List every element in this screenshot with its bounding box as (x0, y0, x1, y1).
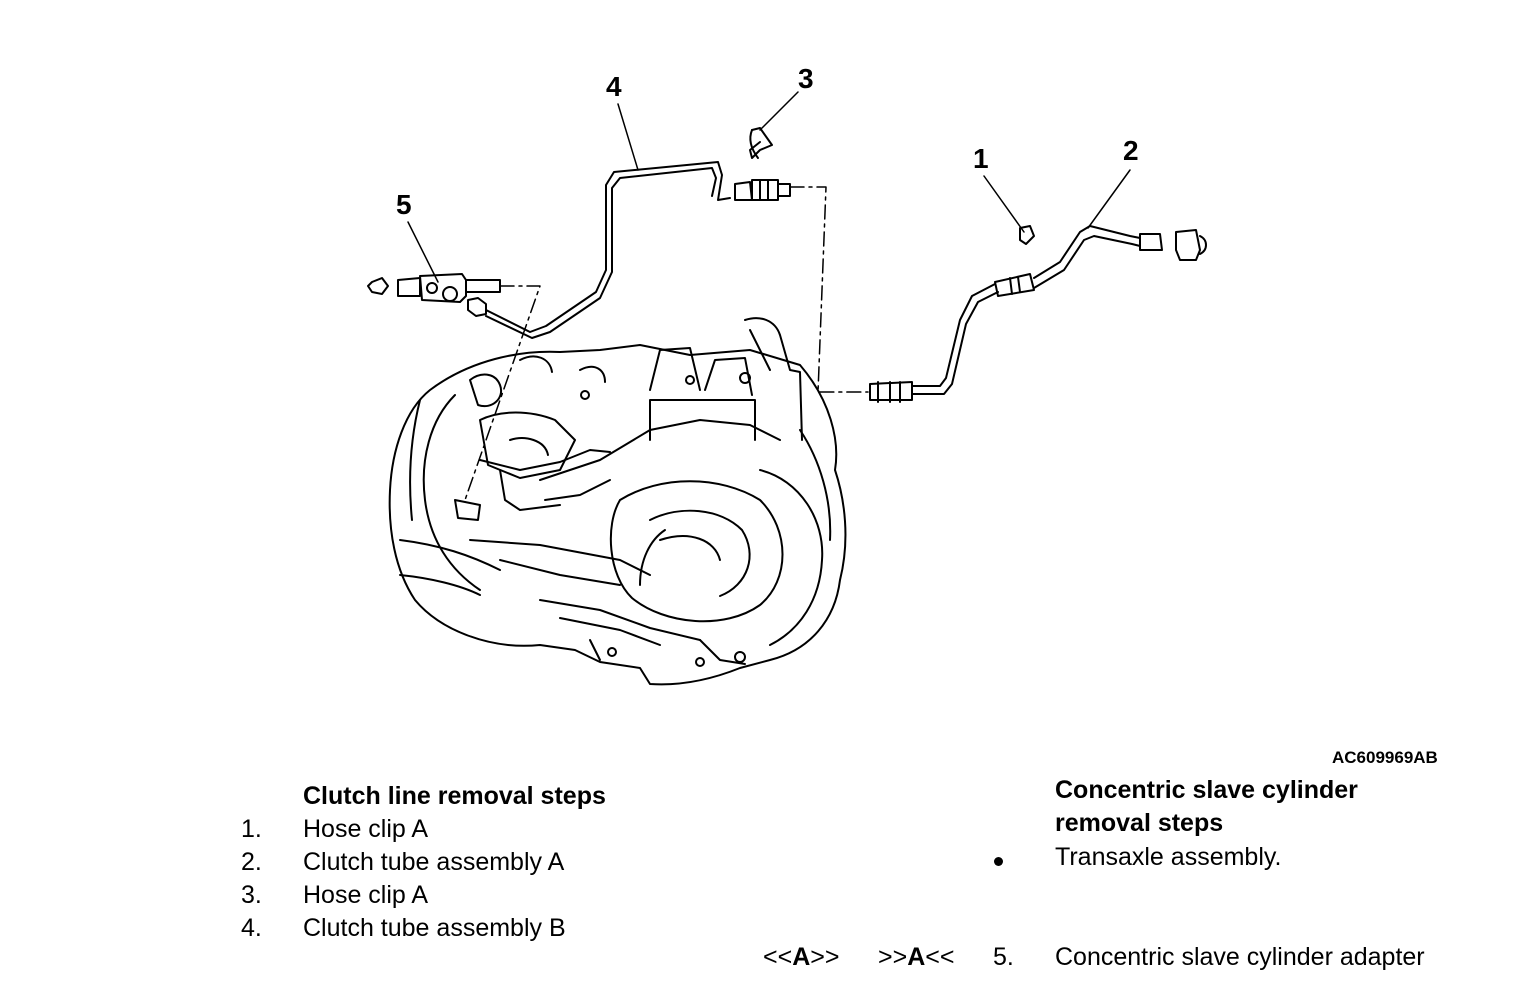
step-label: Clutch tube assembly A (303, 848, 565, 876)
exploded-view-diagram: 1 2 3 4 5 (367, 63, 1207, 686)
figure-reference-code: AC609969AB (1332, 748, 1438, 767)
step-number: 5. (993, 943, 1014, 971)
callout-leaders (407, 91, 1131, 283)
hose-clip-3-drawing (749, 127, 773, 159)
callout-5: 5 (396, 189, 412, 220)
callout-4: 4 (606, 71, 622, 102)
hose-clip-1-drawing (1019, 225, 1035, 245)
transaxle-assembly-drawing (388, 317, 847, 686)
slave-cylinder-heading-line1: Concentric slave cylinder (1055, 776, 1358, 804)
clutch-tube-b-drawing (485, 161, 791, 339)
step-label: Hose clip A (303, 815, 429, 843)
bullet-item-label: Transaxle assembly. (1055, 843, 1282, 871)
step-number: 1. (241, 815, 262, 843)
slave-cylinder-adapter-drawing (367, 273, 501, 317)
removal-procedure-mark: <<A>> (763, 943, 840, 971)
callout-1: 1 (973, 143, 989, 174)
slave-cylinder-heading-line2: removal steps (1055, 809, 1224, 837)
step-label: Clutch tube assembly B (303, 914, 566, 942)
callout-2: 2 (1123, 135, 1139, 166)
step-number: 2. (241, 848, 262, 876)
clutch-line-heading: Clutch line removal steps (303, 782, 606, 810)
step-label: Concentric slave cylinder adapter (1055, 943, 1425, 971)
callout-3: 3 (798, 63, 814, 94)
clutch-tube-a-drawing (869, 225, 1207, 403)
assembly-lines (464, 186, 869, 501)
bullet-icon (994, 857, 1003, 866)
installation-procedure-mark: >>A<< (878, 943, 955, 971)
step-label: Hose clip A (303, 881, 429, 909)
step-number: 4. (241, 914, 262, 942)
step-number: 3. (241, 881, 262, 909)
